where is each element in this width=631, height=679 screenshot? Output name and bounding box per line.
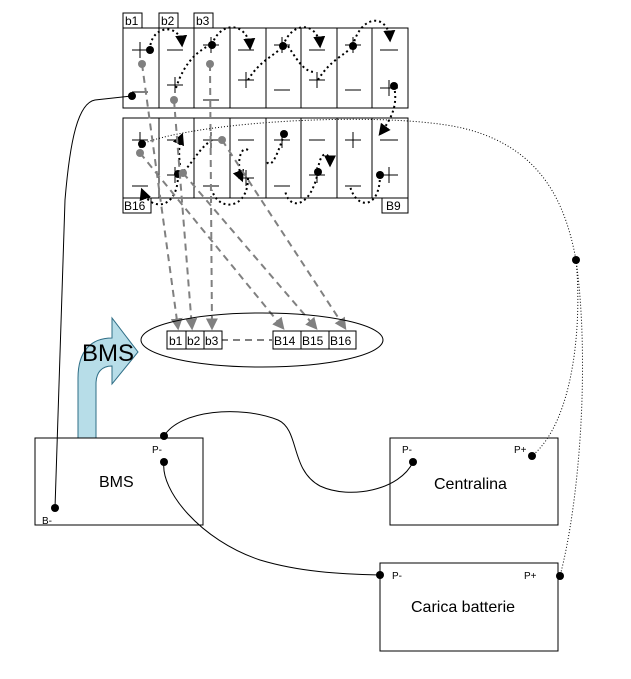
bottom-battery-row: B16 B9 [122, 117, 409, 214]
top-cell-symbols [132, 37, 398, 101]
connector-label-b16: B16 [330, 334, 352, 348]
positive-wiring [141, 118, 584, 577]
bottom-cell-label-b9: B9 [386, 199, 401, 213]
balance-connector: b1 b2 b3 B14 B15 B16 [140, 312, 384, 368]
bottom-cell-label-b16: B16 [124, 199, 146, 213]
charger-p-minus-label: P- [392, 571, 402, 582]
connector-label-b2: b2 [187, 334, 201, 348]
top-battery-row: b1 b2 b3 [122, 12, 409, 109]
wiring-terminal-dots [51, 256, 580, 580]
connector-label-b15: B15 [302, 334, 324, 348]
centralina-p-minus-label: P- [402, 445, 412, 456]
cell-terminal-dots [128, 41, 398, 179]
bms-box-title: BMS [99, 474, 134, 491]
connector-label-b1: b1 [169, 334, 183, 348]
bms-arrow: BMS [77, 316, 139, 439]
charger-box-title: Carica batterie [411, 599, 515, 616]
bms-b-minus-label: B- [42, 516, 52, 527]
centralina-box: Centralina P- P+ [389, 437, 559, 526]
centralina-box-title: Centralina [434, 476, 507, 493]
charger-box: Carica batterie P- P+ [379, 562, 559, 652]
bms-p-minus-label: P- [152, 445, 162, 456]
bms-arrow-label: BMS [82, 340, 134, 367]
top-cell-label-b3: b3 [196, 14, 210, 28]
balance-leads [139, 63, 347, 341]
bms-box: BMS P- B- [34, 437, 204, 527]
centralina-p-plus-label: P+ [514, 445, 527, 456]
top-cell-label-b2: b2 [161, 14, 175, 28]
charger-p-plus-label: P+ [524, 571, 537, 582]
top-cell-label-b1: b1 [125, 14, 139, 28]
connector-label-b3: b3 [205, 334, 219, 348]
power-wiring [54, 95, 414, 576]
connector-label-b14: B14 [274, 334, 296, 348]
